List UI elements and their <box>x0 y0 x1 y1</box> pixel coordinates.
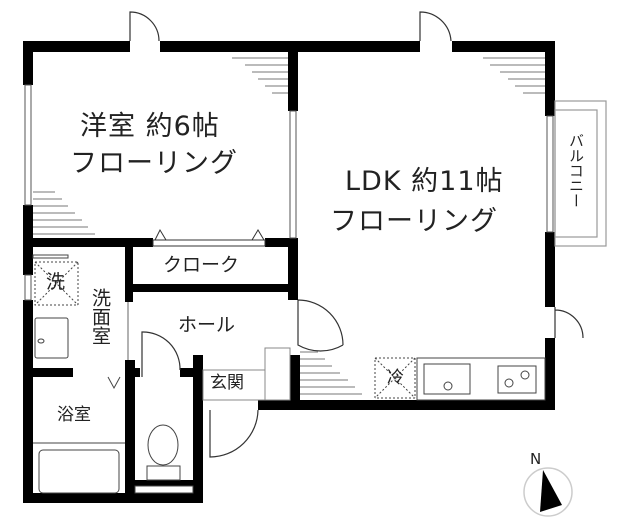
closet-label: クローク <box>163 254 240 276</box>
western-room-floor: フローリング <box>70 148 238 179</box>
hatch <box>33 57 545 395</box>
balcony-label: バルコニー <box>567 133 585 208</box>
compass-rose <box>523 467 573 517</box>
bath-label: 浴室 <box>57 405 91 425</box>
entrance-floor <box>202 347 291 401</box>
ldk-floor: フローリング <box>330 206 498 237</box>
western-room-label: 洋室 約6帖 <box>80 111 220 142</box>
hall-label: ホール <box>178 314 236 336</box>
compass-north-label: N <box>530 450 542 468</box>
balcony <box>554 100 607 247</box>
doors <box>129 11 584 458</box>
ldk-label: LDK 約11帖 <box>345 166 504 197</box>
fixtures <box>32 254 546 494</box>
entrance-label: 玄関 <box>210 373 244 393</box>
walls <box>23 41 555 503</box>
washroom-label: 洗面室 <box>89 288 111 345</box>
fridge-label: 冷 <box>387 368 404 388</box>
closet-doors <box>152 228 266 247</box>
windows <box>24 84 554 301</box>
washer-label: 洗 <box>46 271 66 293</box>
